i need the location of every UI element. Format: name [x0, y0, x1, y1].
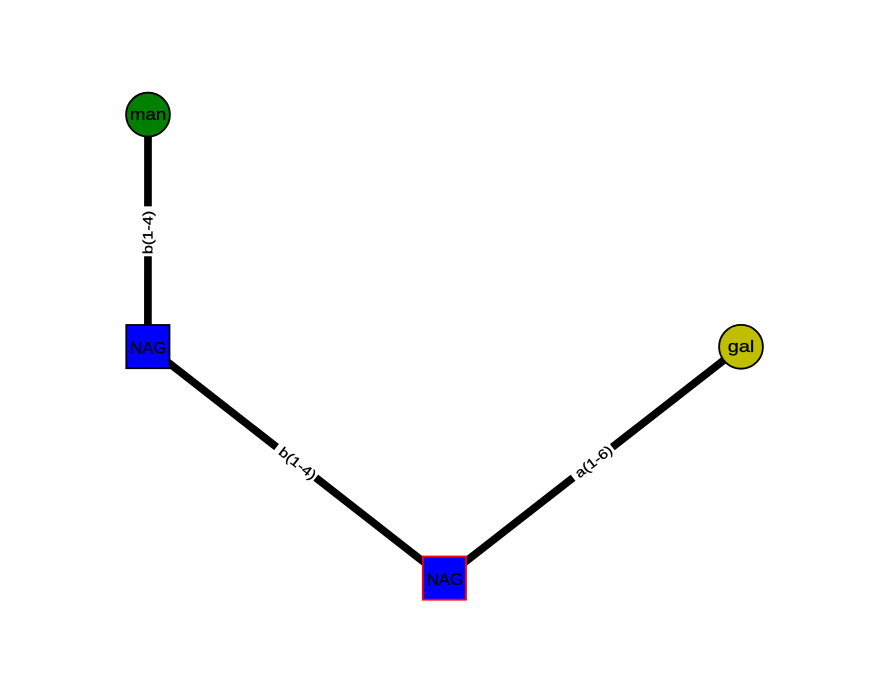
- svg-text:NAG: NAG: [130, 339, 167, 357]
- svg-text:gal: gal: [728, 338, 755, 356]
- svg-text:NAG: NAG: [427, 571, 464, 589]
- svg-text:b(1-4): b(1-4): [140, 211, 155, 254]
- svg-text:man: man: [130, 106, 167, 124]
